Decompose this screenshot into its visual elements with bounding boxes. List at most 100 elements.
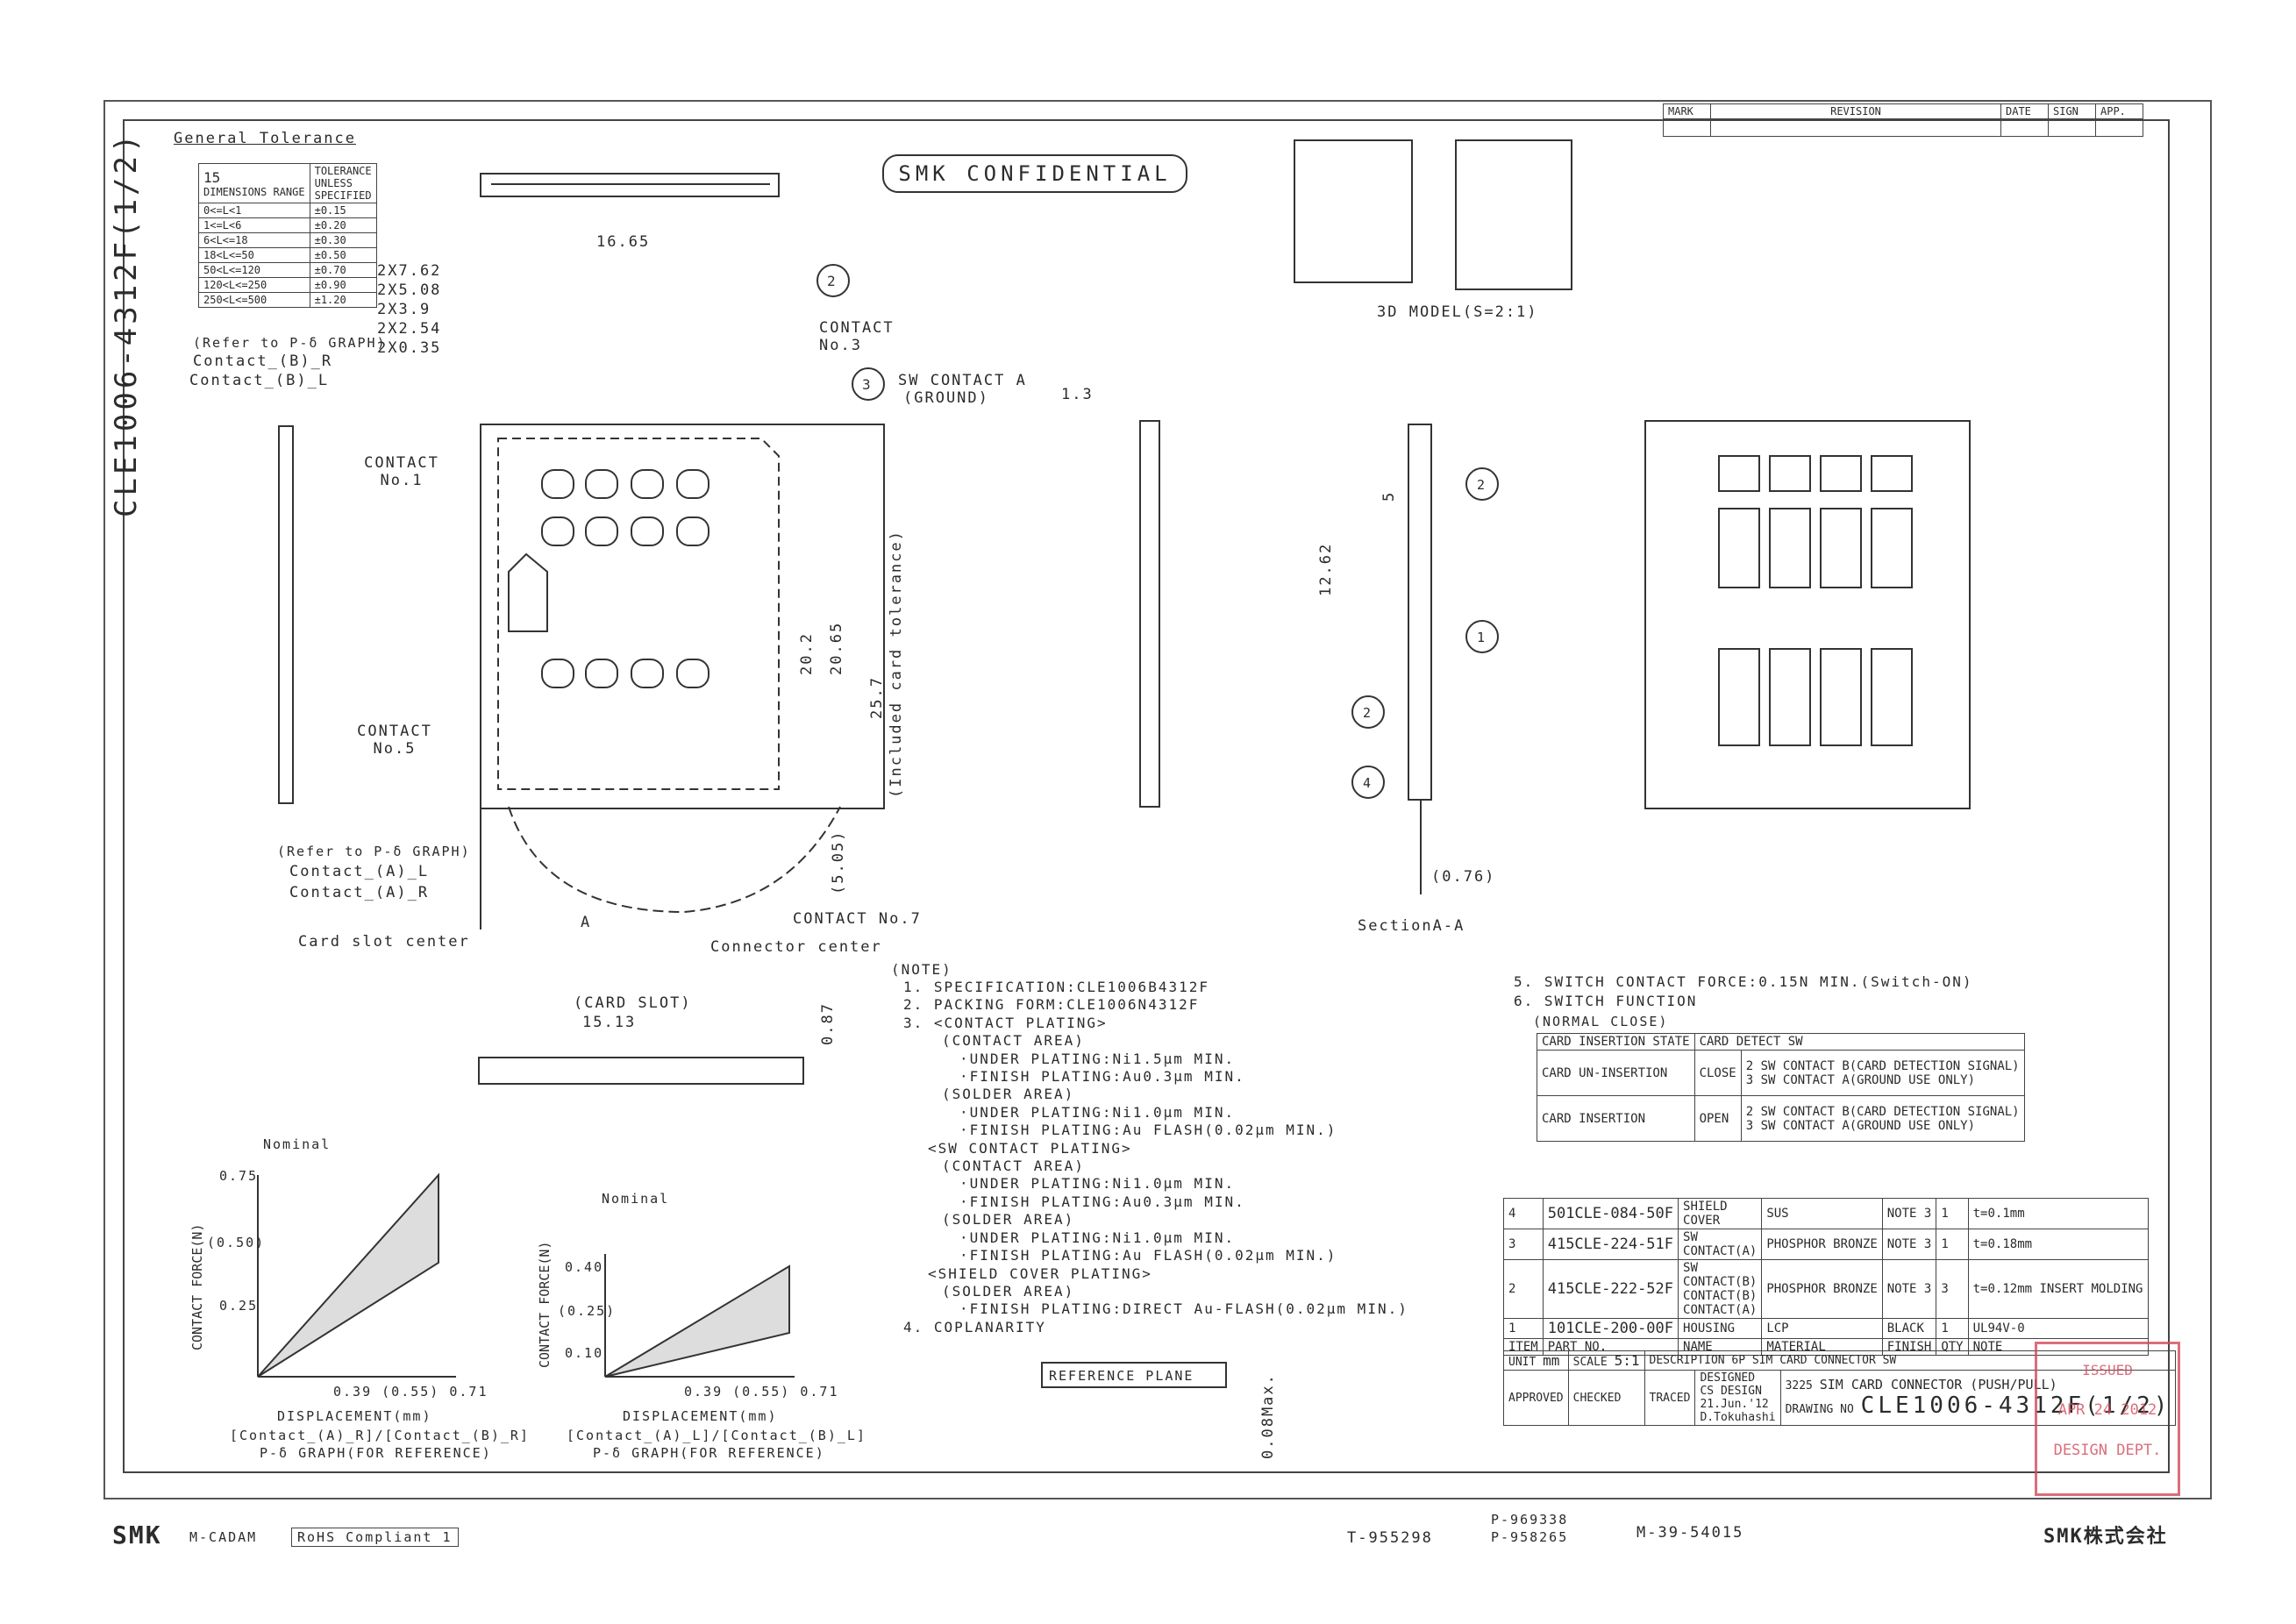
- switch-function: 6. SWITCH FUNCTION: [1514, 993, 1698, 1009]
- switch-row2-sw: OPEN: [1693, 1095, 1742, 1142]
- m-number: M-39-54015: [1636, 1524, 1744, 1542]
- graph-r-ytick-0: 0.75: [219, 1168, 259, 1184]
- note-line: <SW CONTACT PLATING>: [928, 1139, 1132, 1157]
- model-3d-label: 3D MODEL(S=2:1): [1377, 303, 1538, 321]
- tolerance-title: General Tolerance: [174, 130, 356, 147]
- switch-row2-state: CARD INSERTION: [1537, 1095, 1695, 1142]
- contact-no7: CONTACT No.7: [793, 910, 922, 928]
- bom-note: t=0.18mm: [1967, 1229, 2149, 1260]
- contact-no3: CONTACT No.3: [819, 319, 895, 354]
- graph-r-axes: [257, 1172, 456, 1378]
- tolerance-row: 0<=L<1±0.15: [198, 203, 377, 218]
- note-line: ·FINISH PLATING:Au FLASH(0.02μm MIN.): [959, 1247, 1337, 1264]
- note-line: (SOLDER AREA): [942, 1086, 1075, 1103]
- bottom-view: [1644, 420, 1971, 809]
- graph-r-ylabel: CONTACT FORCE(N): [189, 1223, 205, 1351]
- graph-l-ytick-1: (0.25): [558, 1303, 617, 1319]
- note-line: 2. PACKING FORM:CLE1006N4312F: [903, 996, 1200, 1014]
- plan-view-body: [480, 424, 885, 809]
- tolerance-value: ±0.50: [309, 247, 377, 263]
- graph-r-subtitle: P-δ GRAPH(FOR REFERENCE): [260, 1445, 492, 1461]
- rev-app: APP.: [2095, 103, 2143, 119]
- card-slot-side-dim: 0.87: [819, 1002, 837, 1045]
- section-callout-text-2b: 2: [1363, 705, 1373, 721]
- section-dim-0-76: (0.76): [1431, 868, 1496, 886]
- tolerance-range: 18<L<=50: [198, 247, 310, 263]
- bom-note: UL94V-0: [1967, 1318, 2149, 1339]
- callout-circle-2: [816, 264, 850, 297]
- graph-r-xlabel: DISPLACEMENT(mm): [277, 1408, 432, 1424]
- note-line: 4. COPLANARITY: [903, 1318, 1046, 1336]
- graph-l-xlabel: DISPLACEMENT(mm): [623, 1408, 778, 1424]
- note-line: 3. <CONTACT PLATING>: [903, 1014, 1108, 1031]
- revision-block: MARK REVISION DATE SIGN APP.: [1663, 103, 2143, 137]
- graph-l-xticks: 0.39 (0.55) 0.71: [684, 1384, 839, 1400]
- orientation-arrow: [508, 552, 548, 632]
- contact-a-r: Contact_(A)_R: [289, 884, 430, 901]
- card-slot-dim: 15.13: [582, 1014, 637, 1031]
- bom-qty: 3: [1936, 1259, 1969, 1319]
- note-line: (SOLDER AREA): [942, 1211, 1075, 1229]
- switch-row1-sw: CLOSE: [1693, 1050, 1742, 1096]
- note-line: ·UNDER PLATING:Ni1.5μm MIN.: [959, 1050, 1236, 1067]
- bom-material: SUS: [1761, 1198, 1883, 1229]
- section-callout-2a: [1465, 467, 1499, 501]
- tolerance-value: ±0.20: [309, 217, 377, 233]
- switch-normal: (NORMAL CLOSE): [1533, 1014, 1669, 1029]
- unit-cell: UNIT mm: [1503, 1350, 1569, 1371]
- bom-item: 1: [1503, 1318, 1544, 1339]
- callout-circle-3: [852, 367, 885, 401]
- approved-cell: APPROVED: [1503, 1370, 1569, 1426]
- graph-l-ytick-0: 0.40: [565, 1259, 604, 1275]
- note-line: ·FINISH PLATING:Au0.3μm MIN.: [959, 1193, 1245, 1210]
- bom-note: t=0.12mm INSERT MOLDING: [1967, 1259, 2149, 1319]
- title-block: UNIT mm SCALE 5:1 DESCRIPTION 6P SIM CAR…: [1503, 1350, 2177, 1426]
- graph-l-subtitle: P-δ GRAPH(FOR REFERENCE): [593, 1445, 825, 1461]
- note-line: ·UNDER PLATING:Ni1.0μm MIN.: [959, 1229, 1236, 1246]
- note-line: 1. SPECIFICATION:CLE1006B4312F: [903, 979, 1209, 995]
- dim-20-65: 20.65: [828, 621, 845, 675]
- bom-name: HOUSING: [1678, 1318, 1763, 1339]
- bom-item: 3: [1503, 1229, 1544, 1260]
- bom-part: 415CLE-224-51F: [1542, 1229, 1679, 1260]
- graph-r-xticks: 0.39 (0.55) 0.71: [333, 1384, 488, 1400]
- bom-finish: NOTE 3: [1881, 1198, 1937, 1229]
- tolerance-row: 250<L<=500±1.20: [198, 292, 377, 308]
- scale-cell: SCALE 5:1: [1567, 1350, 1645, 1371]
- traced-cell: TRACED: [1644, 1370, 1696, 1426]
- switch-force: 5. SWITCH CONTACT FORCE:0.15N MIN.(Switc…: [1514, 973, 1973, 990]
- bom-qty: 1: [1936, 1198, 1969, 1229]
- section-mark: A: [581, 914, 592, 931]
- bom-note: t=0.1mm: [1967, 1198, 2149, 1229]
- rev-sign: SIGN: [2048, 103, 2096, 119]
- graph-r-ytick-1: (0.50): [207, 1235, 266, 1250]
- bom-name: SW CONTACT(A): [1678, 1229, 1763, 1260]
- note-line: ·FINISH PLATING:DIRECT Au-FLASH(0.02μm M…: [959, 1300, 1408, 1318]
- p-number-2: P-958265: [1491, 1529, 1569, 1545]
- reference-plane-box: [1041, 1362, 1227, 1388]
- tolerance-row: 1<=L<6±0.20: [198, 217, 377, 233]
- drawing-frame-outer: [103, 100, 2212, 1499]
- rev-mark: MARK: [1663, 103, 1711, 119]
- rev-revision: REVISION: [1710, 103, 2001, 119]
- bom-qty: 1: [1936, 1229, 1969, 1260]
- bom-finish: NOTE 3: [1881, 1229, 1937, 1260]
- bom-part: 501CLE-084-50F: [1542, 1198, 1679, 1229]
- switch-head-sw: CARD DETECT SW: [1693, 1033, 2025, 1051]
- tolerance-range: 250<L<=500: [198, 292, 310, 308]
- ground-label: (GROUND): [903, 389, 989, 407]
- note-line: ·UNDER PLATING:Ni1.0μm MIN.: [959, 1175, 1236, 1193]
- model-3d-top: [1294, 139, 1413, 283]
- connector-center: Connector center: [710, 938, 882, 956]
- bom-item: 2: [1503, 1259, 1544, 1319]
- section-callout-1: [1465, 620, 1499, 653]
- contact-b-r: Contact_(B)_R: [193, 353, 333, 370]
- note-line: ·FINISH PLATING:Au0.3μm MIN.: [959, 1068, 1245, 1086]
